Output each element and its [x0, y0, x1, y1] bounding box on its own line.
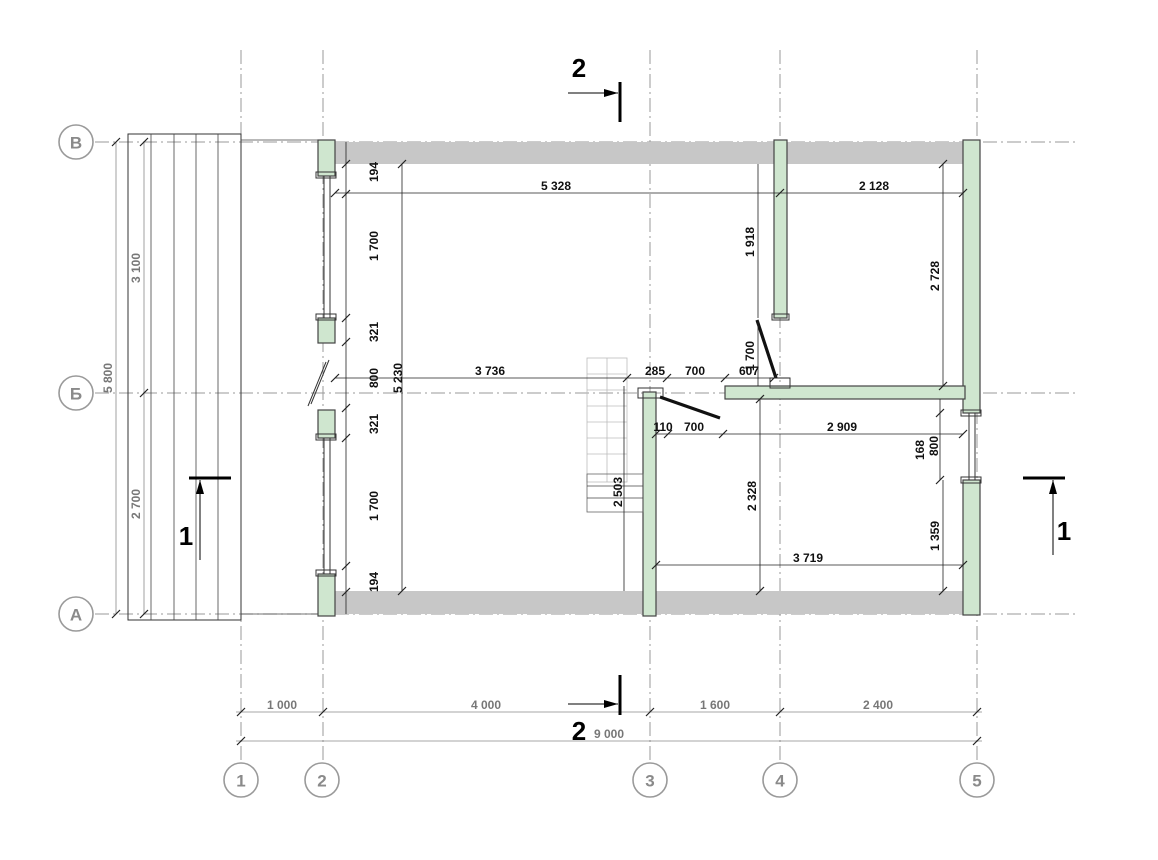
axis-label-b: Б: [70, 385, 82, 404]
stair-lower-flight: [586, 473, 644, 513]
axis-bubble-v: [58, 124, 94, 160]
section-1-right-arrowhead: [1049, 480, 1057, 494]
axis-bubble-3: [632, 762, 668, 798]
axis-label-2: 2: [317, 772, 326, 791]
dim-left-321-top: 321: [367, 322, 381, 342]
dim-door-width-2: 700: [684, 420, 704, 434]
section-1-left-label: 1: [179, 521, 193, 551]
dim-door-height-1700: 1 700: [743, 341, 757, 371]
dim-door-width-1: 700: [685, 364, 705, 378]
dim-tick: [139, 137, 149, 147]
dim-left-total: 5 800: [101, 363, 115, 393]
dim-corridor-width: 3 736: [475, 364, 505, 378]
dim-bottom-total: 9 000: [594, 727, 624, 741]
dim-lower-room-width: 2 909: [827, 420, 857, 434]
dim-bottom-2400: 2 400: [863, 698, 893, 712]
axis-label-v: В: [70, 134, 82, 153]
axis-label-4: 4: [775, 772, 785, 791]
inner-dimensions: 194 1 700 321 800 321 1 700 194 5 230 5 …: [330, 142, 968, 614]
dim-left-194-top: 194: [367, 162, 381, 182]
axis-bubble-5: [959, 762, 995, 798]
dim-tick: [111, 137, 121, 147]
dim-left-1700-top: 1 700: [367, 231, 381, 261]
section-2-top-label: 2: [572, 53, 586, 83]
wall-right-lower: [962, 479, 981, 616]
section-2-bottom-arrowhead: [604, 700, 618, 708]
window-sill: [315, 171, 337, 179]
wall-left-bottom: [317, 573, 336, 617]
dim-stair-opening: 285: [645, 364, 665, 378]
left-outer-dimensions: 5 800 3 100 2 700: [101, 137, 149, 619]
dim-bottom-1000: 1 000: [267, 698, 297, 712]
section-2-top-arrowhead: [604, 89, 618, 97]
axis-bubble-b: [58, 375, 94, 411]
entrance-door-edge: [307, 361, 327, 407]
wall-partition-4-upper: [773, 139, 788, 319]
dim-left-321-bottom: 321: [367, 414, 381, 434]
partition-end: [771, 313, 790, 321]
dim-tick: [111, 609, 121, 619]
window-sill: [315, 313, 337, 321]
entrance-door-leaf: [310, 359, 330, 405]
axis-bubbles: 1 2 3 4 5 В Б А: [58, 124, 995, 798]
wall-left-mid-lower: [317, 409, 336, 439]
door-leaf-upper: [755, 319, 778, 379]
dim-stair-height: 2 503: [611, 477, 625, 507]
dim-lower-right-height: 1 359: [928, 521, 942, 551]
bottom-dimensions: 1 000 4 000 1 600 2 400 9 000: [236, 698, 982, 746]
dim-lower-mid-height: 2 328: [745, 481, 759, 511]
section-2-top: 2: [568, 53, 622, 122]
slab-top: [335, 142, 963, 164]
dim-bottom-room-width: 3 719: [793, 551, 823, 565]
walls: [307, 139, 982, 617]
dim-bottom-4000: 4 000: [471, 698, 501, 712]
section-2-bottom: 2: [568, 675, 622, 746]
axis-bubble-1: [223, 762, 259, 798]
dim-left-upper: 3 100: [129, 253, 143, 283]
dim-window-168: 168: [913, 440, 927, 460]
door-leaf-stair: [659, 395, 721, 420]
window-sill: [315, 433, 337, 441]
dim-bottom-1600: 1 600: [700, 698, 730, 712]
section-1-left-arrowhead: [196, 480, 204, 494]
axis-label-5: 5: [972, 772, 981, 791]
dim-top-right-width: 2 128: [859, 179, 889, 193]
stair-wall-head: [637, 387, 664, 399]
section-2-bottom-label: 2: [572, 716, 586, 746]
axis-label-a: А: [70, 606, 82, 625]
axis-bubble-4: [762, 762, 798, 798]
axis-bubble-a: [58, 596, 94, 632]
axis-label-3: 3: [645, 772, 654, 791]
dim-right-upper-height: 2 728: [928, 261, 942, 291]
staircase: [586, 357, 644, 513]
section-1-right: 1: [1023, 476, 1071, 555]
wall-left-mid-upper: [317, 317, 336, 344]
dim-tick: [139, 609, 149, 619]
dim-partition-upper: 1 918: [743, 227, 757, 257]
axis-label-1: 1: [236, 772, 245, 791]
dim-window-800: 800: [927, 436, 941, 456]
window-sill: [960, 409, 982, 417]
terrace-outline: [127, 133, 242, 621]
dim-left-1700-bottom: 1 700: [367, 491, 381, 521]
dim-left-194-bottom: 194: [367, 572, 381, 592]
dim-tick: [139, 388, 149, 398]
wall-partition-b: [724, 385, 966, 400]
dim-stair-lower-gap: 110: [653, 420, 673, 434]
section-1-left: 1: [179, 476, 231, 560]
window-sill: [315, 569, 337, 577]
dim-top-width: 5 328: [541, 179, 571, 193]
wall-left-top: [317, 139, 336, 177]
dim-wall-segment-607: 607: [739, 364, 759, 378]
terrace-deck: [127, 133, 318, 621]
window-sill: [960, 476, 982, 484]
dim-left-lower: 2 700: [129, 489, 143, 519]
axis-bubble-2: [304, 762, 340, 798]
left-chain-ticks: [341, 159, 351, 597]
wall-right-upper: [962, 139, 981, 414]
section-1-right-label: 1: [1057, 516, 1071, 546]
